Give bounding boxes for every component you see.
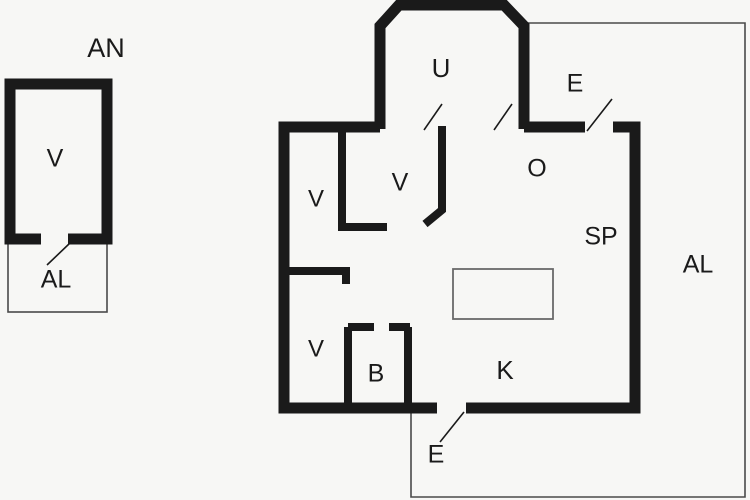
annex-door-gap bbox=[41, 231, 68, 247]
door-leader-bay-right bbox=[493, 103, 513, 131]
label-bedroom-mid-v: V bbox=[392, 169, 409, 197]
labels-group: AN V AL U E O V V V B K SP AL E bbox=[41, 33, 714, 468]
label-storage-sp: SP bbox=[584, 223, 617, 251]
label-bath-b: B bbox=[368, 360, 385, 388]
label-annex-title: AN bbox=[87, 33, 125, 63]
label-entry-top-e: E bbox=[567, 70, 584, 98]
bay-exterior-walls bbox=[374, 0, 530, 129]
door-leader-entry-bottom bbox=[439, 411, 465, 443]
label-bedroom-small-v: V bbox=[308, 185, 324, 212]
door-gap-bay-right bbox=[464, 120, 496, 135]
kitchen-counter-fixture bbox=[452, 268, 554, 320]
door-gap-entry-bottom bbox=[437, 401, 466, 416]
main-balcony-outline bbox=[410, 22, 746, 498]
label-entry-bottom-e: E bbox=[428, 441, 445, 469]
label-bay-u: U bbox=[432, 53, 451, 83]
door-leader-bay-left bbox=[423, 103, 443, 131]
annex-group bbox=[4, 78, 113, 313]
label-annex-room-v: V bbox=[47, 145, 64, 173]
door-gap-bay-left bbox=[393, 120, 426, 135]
label-annex-balcony-al: AL bbox=[41, 266, 72, 294]
label-bedroom-low-v: V bbox=[308, 335, 324, 362]
annex-room-interior bbox=[16, 90, 101, 233]
annex-balcony-outline bbox=[7, 237, 108, 313]
label-kitchen-k: K bbox=[496, 355, 514, 385]
label-hall-o: O bbox=[527, 155, 546, 183]
main-plan-group bbox=[278, 0, 746, 498]
bay-interior bbox=[381, 7, 521, 128]
label-main-balcony-al: AL bbox=[683, 251, 714, 279]
interior-wall-mid-v-right bbox=[422, 126, 446, 228]
door-leader-entry-top bbox=[586, 98, 613, 132]
annex-door-leader-line bbox=[46, 242, 71, 266]
interior-wall-lower-v-top bbox=[288, 267, 350, 284]
